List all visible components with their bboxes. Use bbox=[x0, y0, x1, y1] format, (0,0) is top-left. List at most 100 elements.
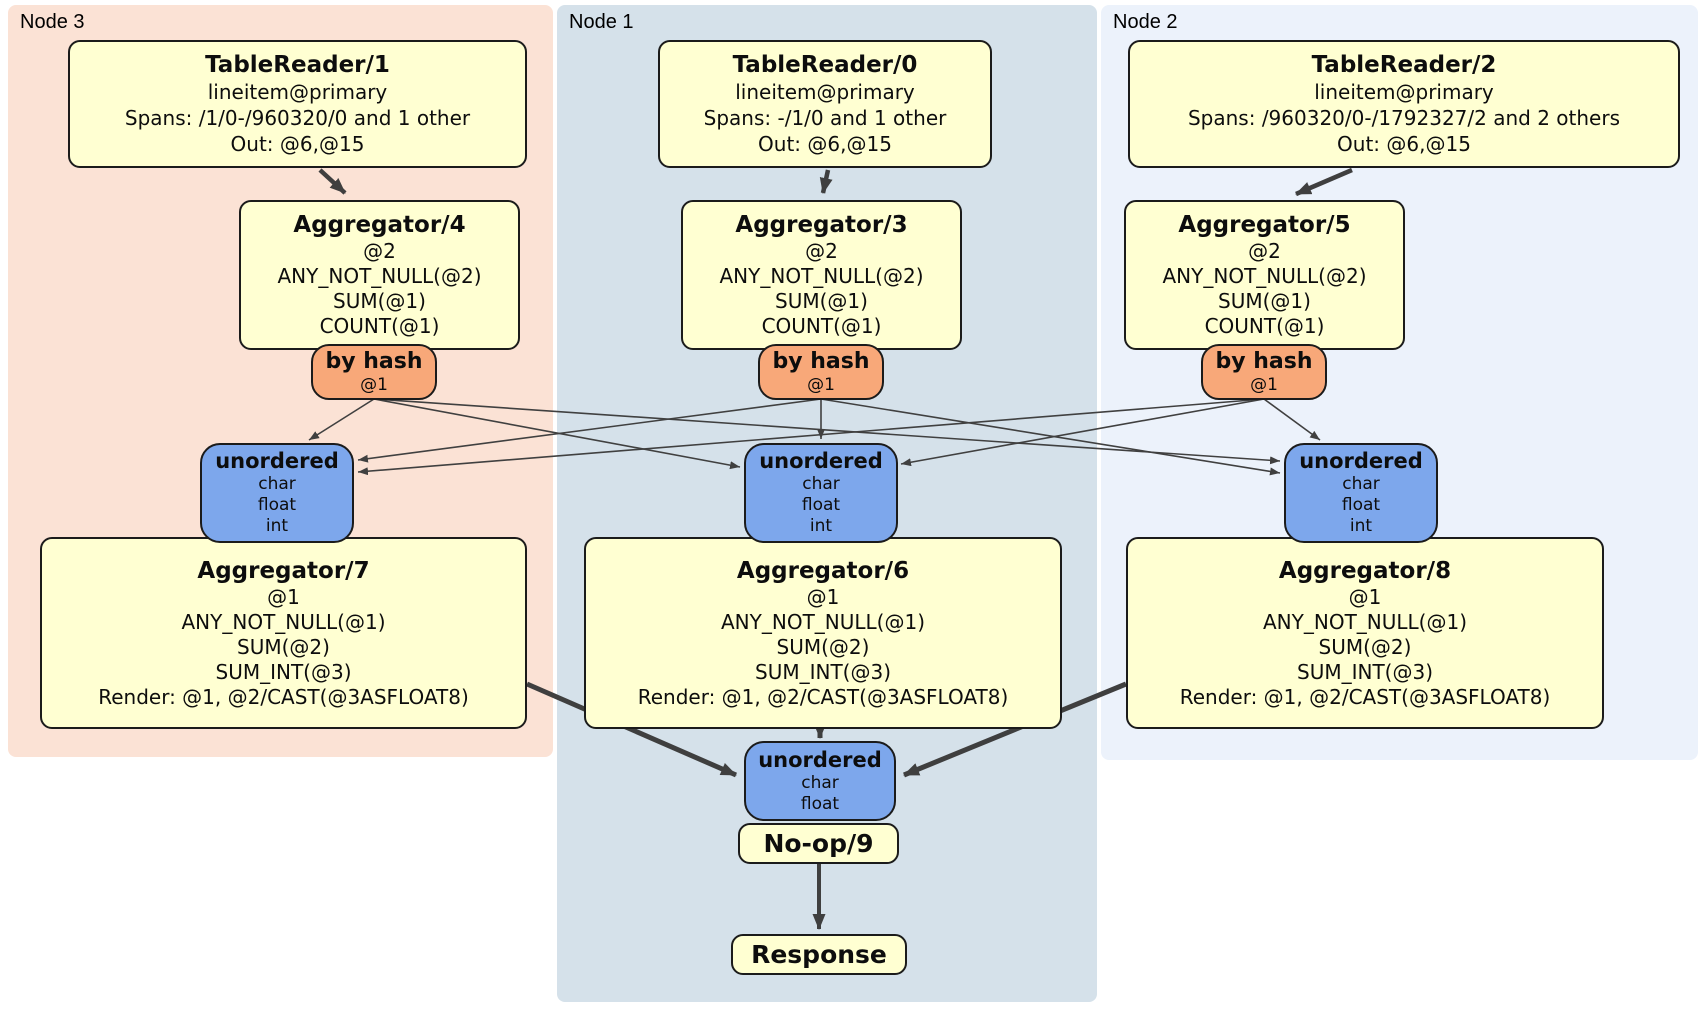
processor-line: ANY_NOT_NULL(@2) bbox=[277, 264, 482, 288]
processor-line: Render: @1, @2/CAST(@3ASFLOAT8) bbox=[1179, 684, 1551, 709]
sync-line: int bbox=[265, 516, 289, 536]
processor-title: TableReader/0 bbox=[732, 52, 918, 78]
processor-aggregator-8: Aggregator/8 @1 ANY_NOT_NULL(@1) SUM(@2)… bbox=[1126, 537, 1604, 729]
sync-unordered-node1: unordered char float int bbox=[744, 443, 898, 543]
router-line: @1 bbox=[807, 375, 835, 395]
edge-tr2-agg5 bbox=[1295, 167, 1353, 197]
sync-unordered-node3: unordered char float int bbox=[200, 443, 354, 543]
processor-line: SUM(@1) bbox=[333, 289, 426, 313]
sync-unordered-node2: unordered char float int bbox=[1284, 443, 1438, 543]
edge-agg8-ufinal bbox=[903, 681, 1127, 778]
processor-line: ANY_NOT_NULL(@1) bbox=[721, 609, 925, 634]
processor-line: SUM(@2) bbox=[237, 634, 330, 659]
router-title: by hash bbox=[1215, 349, 1313, 374]
processor-line: lineitem@primary bbox=[207, 80, 388, 104]
processor-title: Aggregator/4 bbox=[293, 212, 466, 238]
sync-line: char bbox=[801, 772, 839, 793]
processor-aggregator-5: Aggregator/5 @2 ANY_NOT_NULL(@2) SUM(@1)… bbox=[1124, 200, 1405, 350]
router-title: by hash bbox=[325, 349, 423, 374]
processor-aggregator-6: Aggregator/6 @1 ANY_NOT_NULL(@1) SUM(@2)… bbox=[584, 537, 1062, 729]
edge-byhash3-unordered3 bbox=[308, 398, 375, 441]
processor-aggregator-7: Aggregator/7 @1 ANY_NOT_NULL(@1) SUM(@2)… bbox=[40, 537, 527, 729]
processor-line: Spans: -/1/0 and 1 other bbox=[703, 106, 947, 130]
response-title: Response bbox=[751, 939, 887, 969]
processor-line: Out: @6,@15 bbox=[758, 132, 892, 156]
sync-title: unordered bbox=[758, 747, 882, 772]
processor-line: COUNT(@1) bbox=[319, 314, 440, 338]
router-by-hash-node3: by hash @1 bbox=[311, 344, 437, 400]
processor-line: SUM(@2) bbox=[1318, 634, 1412, 659]
edge-byhash3-unordered2 bbox=[373, 398, 1281, 465]
processor-title: No-op/9 bbox=[763, 828, 874, 858]
processor-line: Spans: /1/0-/960320/0 and 1 other bbox=[124, 106, 471, 130]
processor-line: @2 bbox=[805, 239, 838, 263]
processor-line: COUNT(@1) bbox=[761, 314, 882, 338]
region-label-node1: Node 1 bbox=[569, 11, 634, 33]
processor-line: SUM(@1) bbox=[775, 289, 868, 313]
processor-line: SUM(@1) bbox=[1218, 289, 1311, 313]
processor-tablereader-2: TableReader/2 lineitem@primary Spans: /9… bbox=[1128, 40, 1680, 168]
processor-aggregator-4: Aggregator/4 @2 ANY_NOT_NULL(@2) SUM(@1)… bbox=[239, 200, 520, 350]
edge-byhash2-unordered3 bbox=[357, 398, 1265, 476]
processor-line: ANY_NOT_NULL(@1) bbox=[181, 609, 386, 634]
processor-line: Render: @1, @2/CAST(@3ASFLOAT8) bbox=[637, 684, 1009, 709]
router-by-hash-node2: by hash @1 bbox=[1201, 344, 1327, 400]
processor-noop-9: No-op/9 bbox=[738, 823, 899, 864]
processor-line: ANY_NOT_NULL(@2) bbox=[1162, 264, 1367, 288]
processor-title: TableReader/1 bbox=[205, 52, 390, 78]
sync-line: float bbox=[801, 495, 841, 515]
response-box: Response bbox=[731, 934, 907, 975]
sync-line: char bbox=[258, 474, 296, 494]
processor-line: @1 bbox=[806, 584, 840, 609]
sync-line: char bbox=[802, 474, 840, 494]
sync-line: float bbox=[257, 495, 297, 515]
router-title: by hash bbox=[772, 349, 870, 374]
router-line: @1 bbox=[1250, 375, 1278, 395]
edge-byhash2-unordered1 bbox=[900, 398, 1265, 467]
sync-unordered-final: unordered char float bbox=[744, 741, 896, 821]
edge-tr0-agg3 bbox=[819, 169, 833, 194]
sync-line: float bbox=[800, 793, 840, 814]
region-label-node3: Node 3 bbox=[20, 11, 85, 33]
processor-line: COUNT(@1) bbox=[1204, 314, 1325, 338]
processor-tablereader-0: TableReader/0 lineitem@primary Spans: -/… bbox=[658, 40, 992, 168]
processor-line: @1 bbox=[267, 584, 300, 609]
edge-agg7-ufinal bbox=[526, 681, 737, 778]
processor-line: SUM_INT(@3) bbox=[1297, 659, 1433, 684]
processor-line: lineitem@primary bbox=[735, 80, 915, 104]
processor-line: ANY_NOT_NULL(@1) bbox=[1263, 609, 1467, 634]
edge-byhash1-unordered2 bbox=[820, 398, 1281, 476]
processor-title: Aggregator/8 bbox=[1278, 557, 1452, 584]
router-line: @1 bbox=[360, 375, 388, 395]
processor-title: Aggregator/5 bbox=[1178, 212, 1351, 238]
processor-line: SUM(@2) bbox=[776, 634, 870, 659]
sync-line: int bbox=[1349, 516, 1373, 536]
edge-byhash1-unordered3 bbox=[357, 398, 822, 463]
edge-byhash2-unordered2 bbox=[1263, 398, 1321, 441]
sync-title: unordered bbox=[215, 449, 339, 473]
processor-line: @2 bbox=[1248, 239, 1281, 263]
sync-title: unordered bbox=[1299, 449, 1423, 473]
processor-line: Out: @6,@15 bbox=[1337, 132, 1471, 156]
processor-title: Aggregator/3 bbox=[735, 212, 908, 238]
sync-title: unordered bbox=[759, 449, 883, 473]
edge-tr1-agg4 bbox=[318, 168, 347, 195]
processor-line: lineitem@primary bbox=[1314, 80, 1494, 104]
processor-line: SUM_INT(@3) bbox=[215, 659, 352, 684]
processor-line: Out: @6,@15 bbox=[230, 132, 365, 156]
sync-line: char bbox=[1342, 474, 1380, 494]
processor-line: SUM_INT(@3) bbox=[755, 659, 891, 684]
processor-line: @1 bbox=[1348, 584, 1382, 609]
processor-line: Spans: /960320/0-/1792327/2 and 2 others bbox=[1187, 106, 1620, 130]
processor-line: @2 bbox=[363, 239, 396, 263]
processor-title: TableReader/2 bbox=[1311, 52, 1497, 78]
processor-title: Aggregator/6 bbox=[736, 557, 910, 584]
router-by-hash-node1: by hash @1 bbox=[758, 344, 884, 400]
processor-line: ANY_NOT_NULL(@2) bbox=[719, 264, 924, 288]
processor-tablereader-1: TableReader/1 lineitem@primary Spans: /1… bbox=[68, 40, 527, 168]
processor-aggregator-3: Aggregator/3 @2 ANY_NOT_NULL(@2) SUM(@1)… bbox=[681, 200, 962, 350]
processor-title: Aggregator/7 bbox=[197, 557, 370, 584]
sync-line: float bbox=[1341, 495, 1381, 515]
